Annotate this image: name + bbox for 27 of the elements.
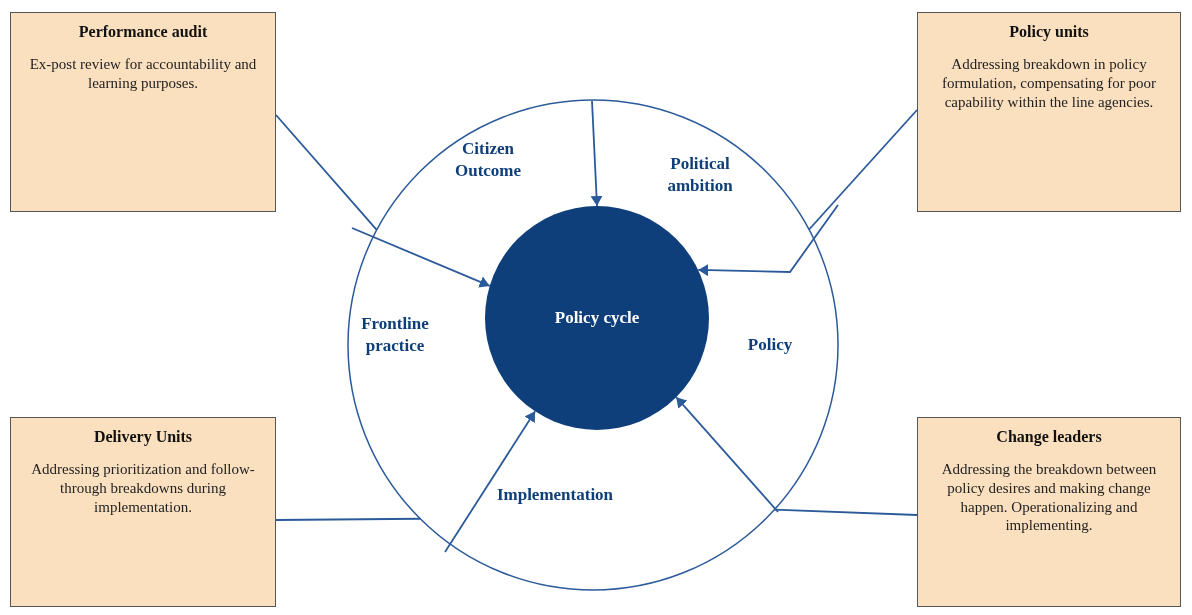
segment-label: Implementation [496,483,614,507]
arrow [590,100,603,207]
leader-line [275,114,378,231]
segment-label: Frontline practice [361,312,429,358]
leader-line [773,508,918,516]
arrow [351,227,491,288]
info-card [917,12,1181,212]
info-card [10,12,276,212]
card-text: Addressing the breakdown between policy desires and making change happen. Operationalizing and implementing. [940,460,1158,535]
card-heading: Policy units [1008,23,1090,41]
card-text: Addressing breakdown in policy formulation, compensating for poor capability within the line agencies. [940,55,1158,112]
leader-line [808,109,918,231]
info-card [917,417,1181,607]
card-heading: Delivery Units [92,428,194,446]
card-heading: Change leaders [995,428,1103,446]
card-text: Ex-post review for accountability and learning purposes. [28,55,258,93]
segment-label: Political ambition [667,152,733,198]
center-circle: Policy cycle [485,206,709,430]
segment-label: Citizen Outcome [454,137,522,183]
leader-line [275,517,422,521]
arrow [675,396,779,513]
segment-label: Policy [747,333,793,357]
arrow [444,410,536,553]
info-card [10,417,276,607]
card-text: Addressing prioritization and follow-through breakdowns during implementation. [30,460,256,517]
card-heading: Performance audit [77,23,209,41]
arrow [697,204,839,277]
